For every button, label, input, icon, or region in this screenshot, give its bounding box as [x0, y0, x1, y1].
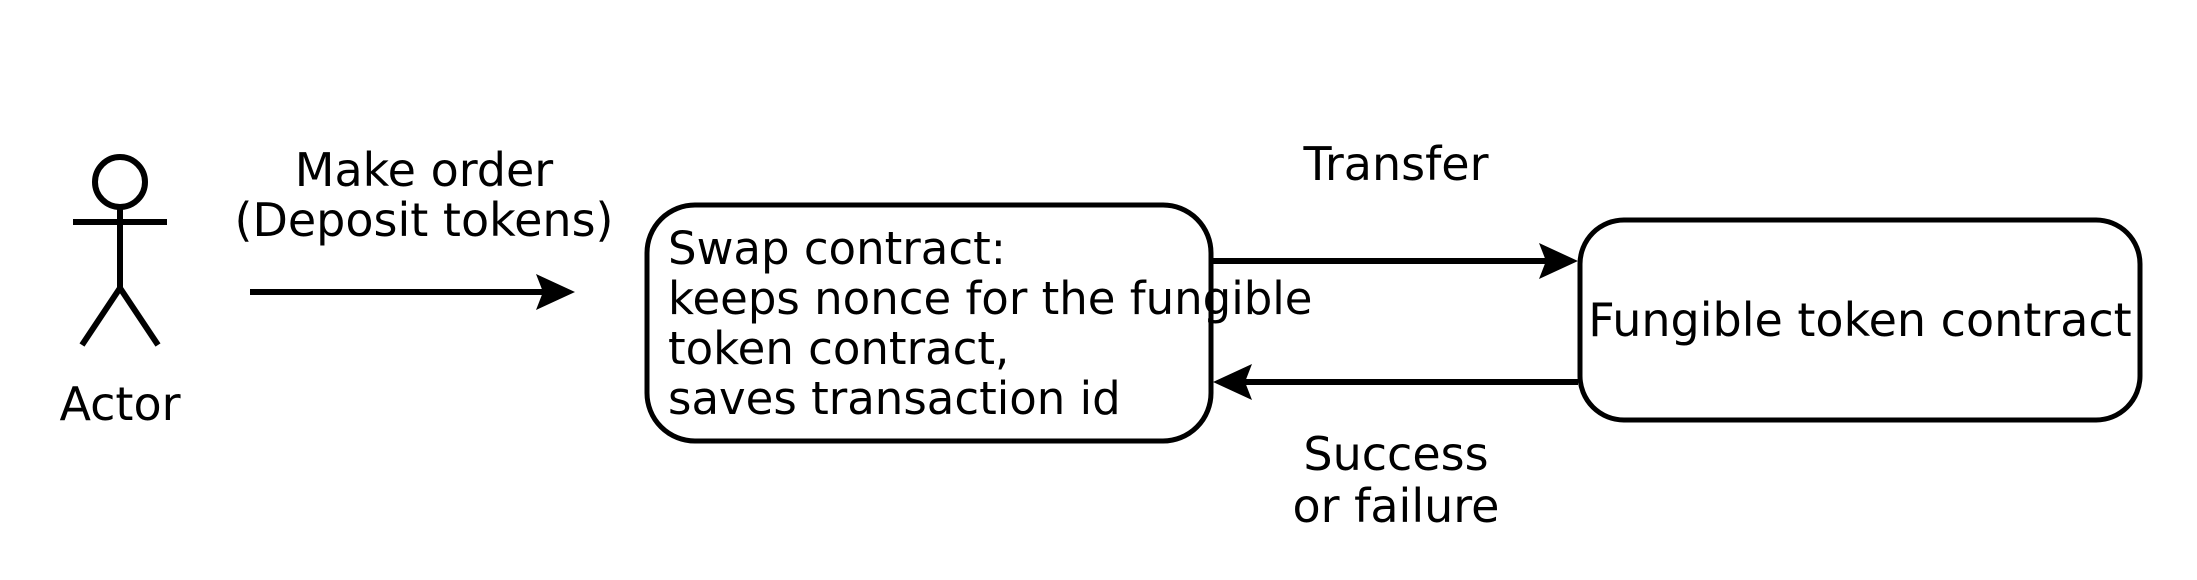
edge-swap-to-token-arrowhead: [1539, 243, 1578, 279]
fungible-token-contract-label: Fungible token contract: [1588, 293, 2131, 347]
swap-contract-line-2: keeps nonce for the fungible: [668, 272, 1312, 325]
actor-head-icon: [92, 154, 148, 210]
edge-swap-to-token: [1211, 243, 1578, 279]
edge-token-to-swap: [1213, 364, 1578, 400]
swap-contract-line-1: Swap contract:: [668, 222, 1006, 275]
edge-actor-to-swap-arrowhead: [536, 274, 575, 310]
edge-token-to-swap-arrowhead: [1213, 364, 1252, 400]
edge-swap-to-token-label: Transfer: [1303, 137, 1489, 191]
actor-figure: [73, 154, 167, 347]
edge-actor-to-swap-label-line1: Make order: [295, 143, 554, 197]
swap-contract-line-4: saves transaction id: [668, 372, 1121, 425]
edge-actor-to-swap-label-line2: (Deposit tokens): [235, 193, 614, 247]
actor-label: Actor: [59, 377, 180, 431]
swap-contract-box[interactable]: [644, 202, 1214, 444]
fungible-token-contract-box[interactable]: [1577, 217, 2143, 423]
actor-left-leg-icon: [79, 286, 123, 347]
edge-token-to-swap-label-line2: or failure: [1293, 479, 1500, 533]
edge-actor-to-swap: [250, 274, 575, 310]
actor-right-leg-icon: [117, 286, 161, 347]
edge-token-to-swap-label-line1: Success: [1303, 427, 1488, 481]
swap-contract-line-3: token contract,: [668, 322, 1009, 375]
